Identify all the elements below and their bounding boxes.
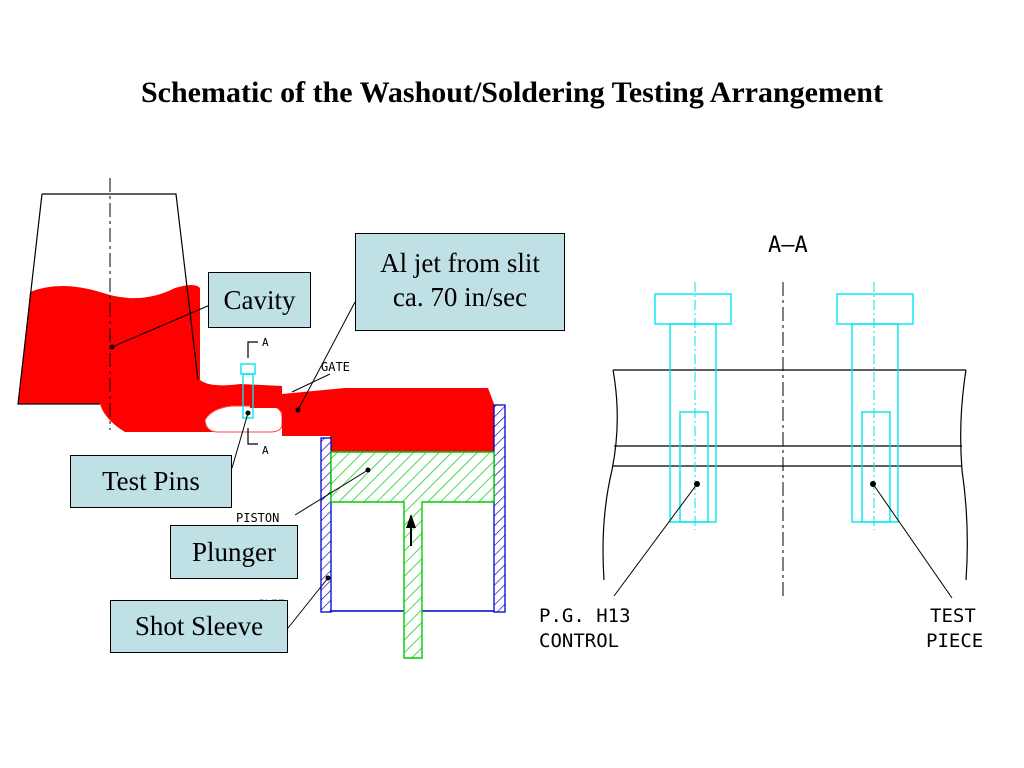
callout-al-jet-line2: ca. 70 in/sec [392, 282, 528, 312]
cavity-outline [17, 193, 199, 405]
page-title: Schematic of the Washout/Soldering Testi… [141, 76, 883, 109]
sleeve-wall-left [320, 437, 332, 613]
test-piece-label-line2: PIECE [926, 630, 983, 652]
runner-molten-fill [282, 388, 494, 452]
test-pin-head [240, 363, 256, 375]
test-pin-region: A A [204, 336, 286, 457]
callout-shot-sleeve: Shot Sleeve [110, 600, 288, 653]
section-title-aa: A–A [768, 233, 808, 258]
control-pin-head [654, 293, 732, 325]
callout-leaders [111, 301, 369, 629]
callout-al-jet-line1: Al jet from slit [380, 248, 540, 278]
test-piece-label-line1: TEST [930, 605, 976, 627]
callout-shot-sleeve-text: Shot Sleeve [134, 611, 264, 641]
control-label-line1: P.G. H13 [539, 605, 631, 627]
cavity-molten-fill [18, 285, 282, 432]
control-label-line2: CONTROL [539, 630, 619, 652]
test-piece-pin-insert [861, 411, 891, 523]
section-mark-bottom [247, 428, 258, 445]
control-pin-body [669, 323, 717, 523]
section-mark-top [247, 341, 258, 358]
gate-channel [250, 400, 286, 408]
control-pin-insert [679, 411, 709, 523]
die-cavity [17, 178, 282, 432]
callout-al-jet: Al jet from slit ca. 70 in/sec [355, 233, 565, 331]
piston-label: PISTON [236, 511, 279, 525]
section-label-a-top: A [262, 336, 269, 349]
callout-plunger: Plunger [170, 525, 298, 579]
test-pin-body [242, 373, 254, 419]
section-break-right [960, 369, 968, 581]
callout-test-pins-text: Test Pins [102, 466, 200, 496]
leader-dots [109, 344, 371, 581]
callout-test-pins: Test Pins [70, 455, 232, 508]
sleeve-wall-right [493, 404, 506, 613]
gate-label: GATE [321, 360, 350, 374]
section-break-left [602, 369, 618, 581]
shot-sleeve-assembly: GATE PISTON SLEE [236, 360, 506, 659]
piston-plunger [330, 451, 495, 659]
plunger-arrow-head [406, 514, 416, 528]
section-label-a-bottom: A [262, 444, 269, 457]
test-piece-pin-head [836, 293, 914, 325]
section-view-aa: A–A P.G. H13 CONTROL TEST PIECE [539, 233, 983, 652]
test-piece-pin-body [851, 323, 899, 523]
callout-cavity: Cavity [208, 272, 311, 328]
callout-cavity-text: Cavity [223, 285, 296, 315]
callout-plunger-text: Plunger [192, 537, 276, 567]
